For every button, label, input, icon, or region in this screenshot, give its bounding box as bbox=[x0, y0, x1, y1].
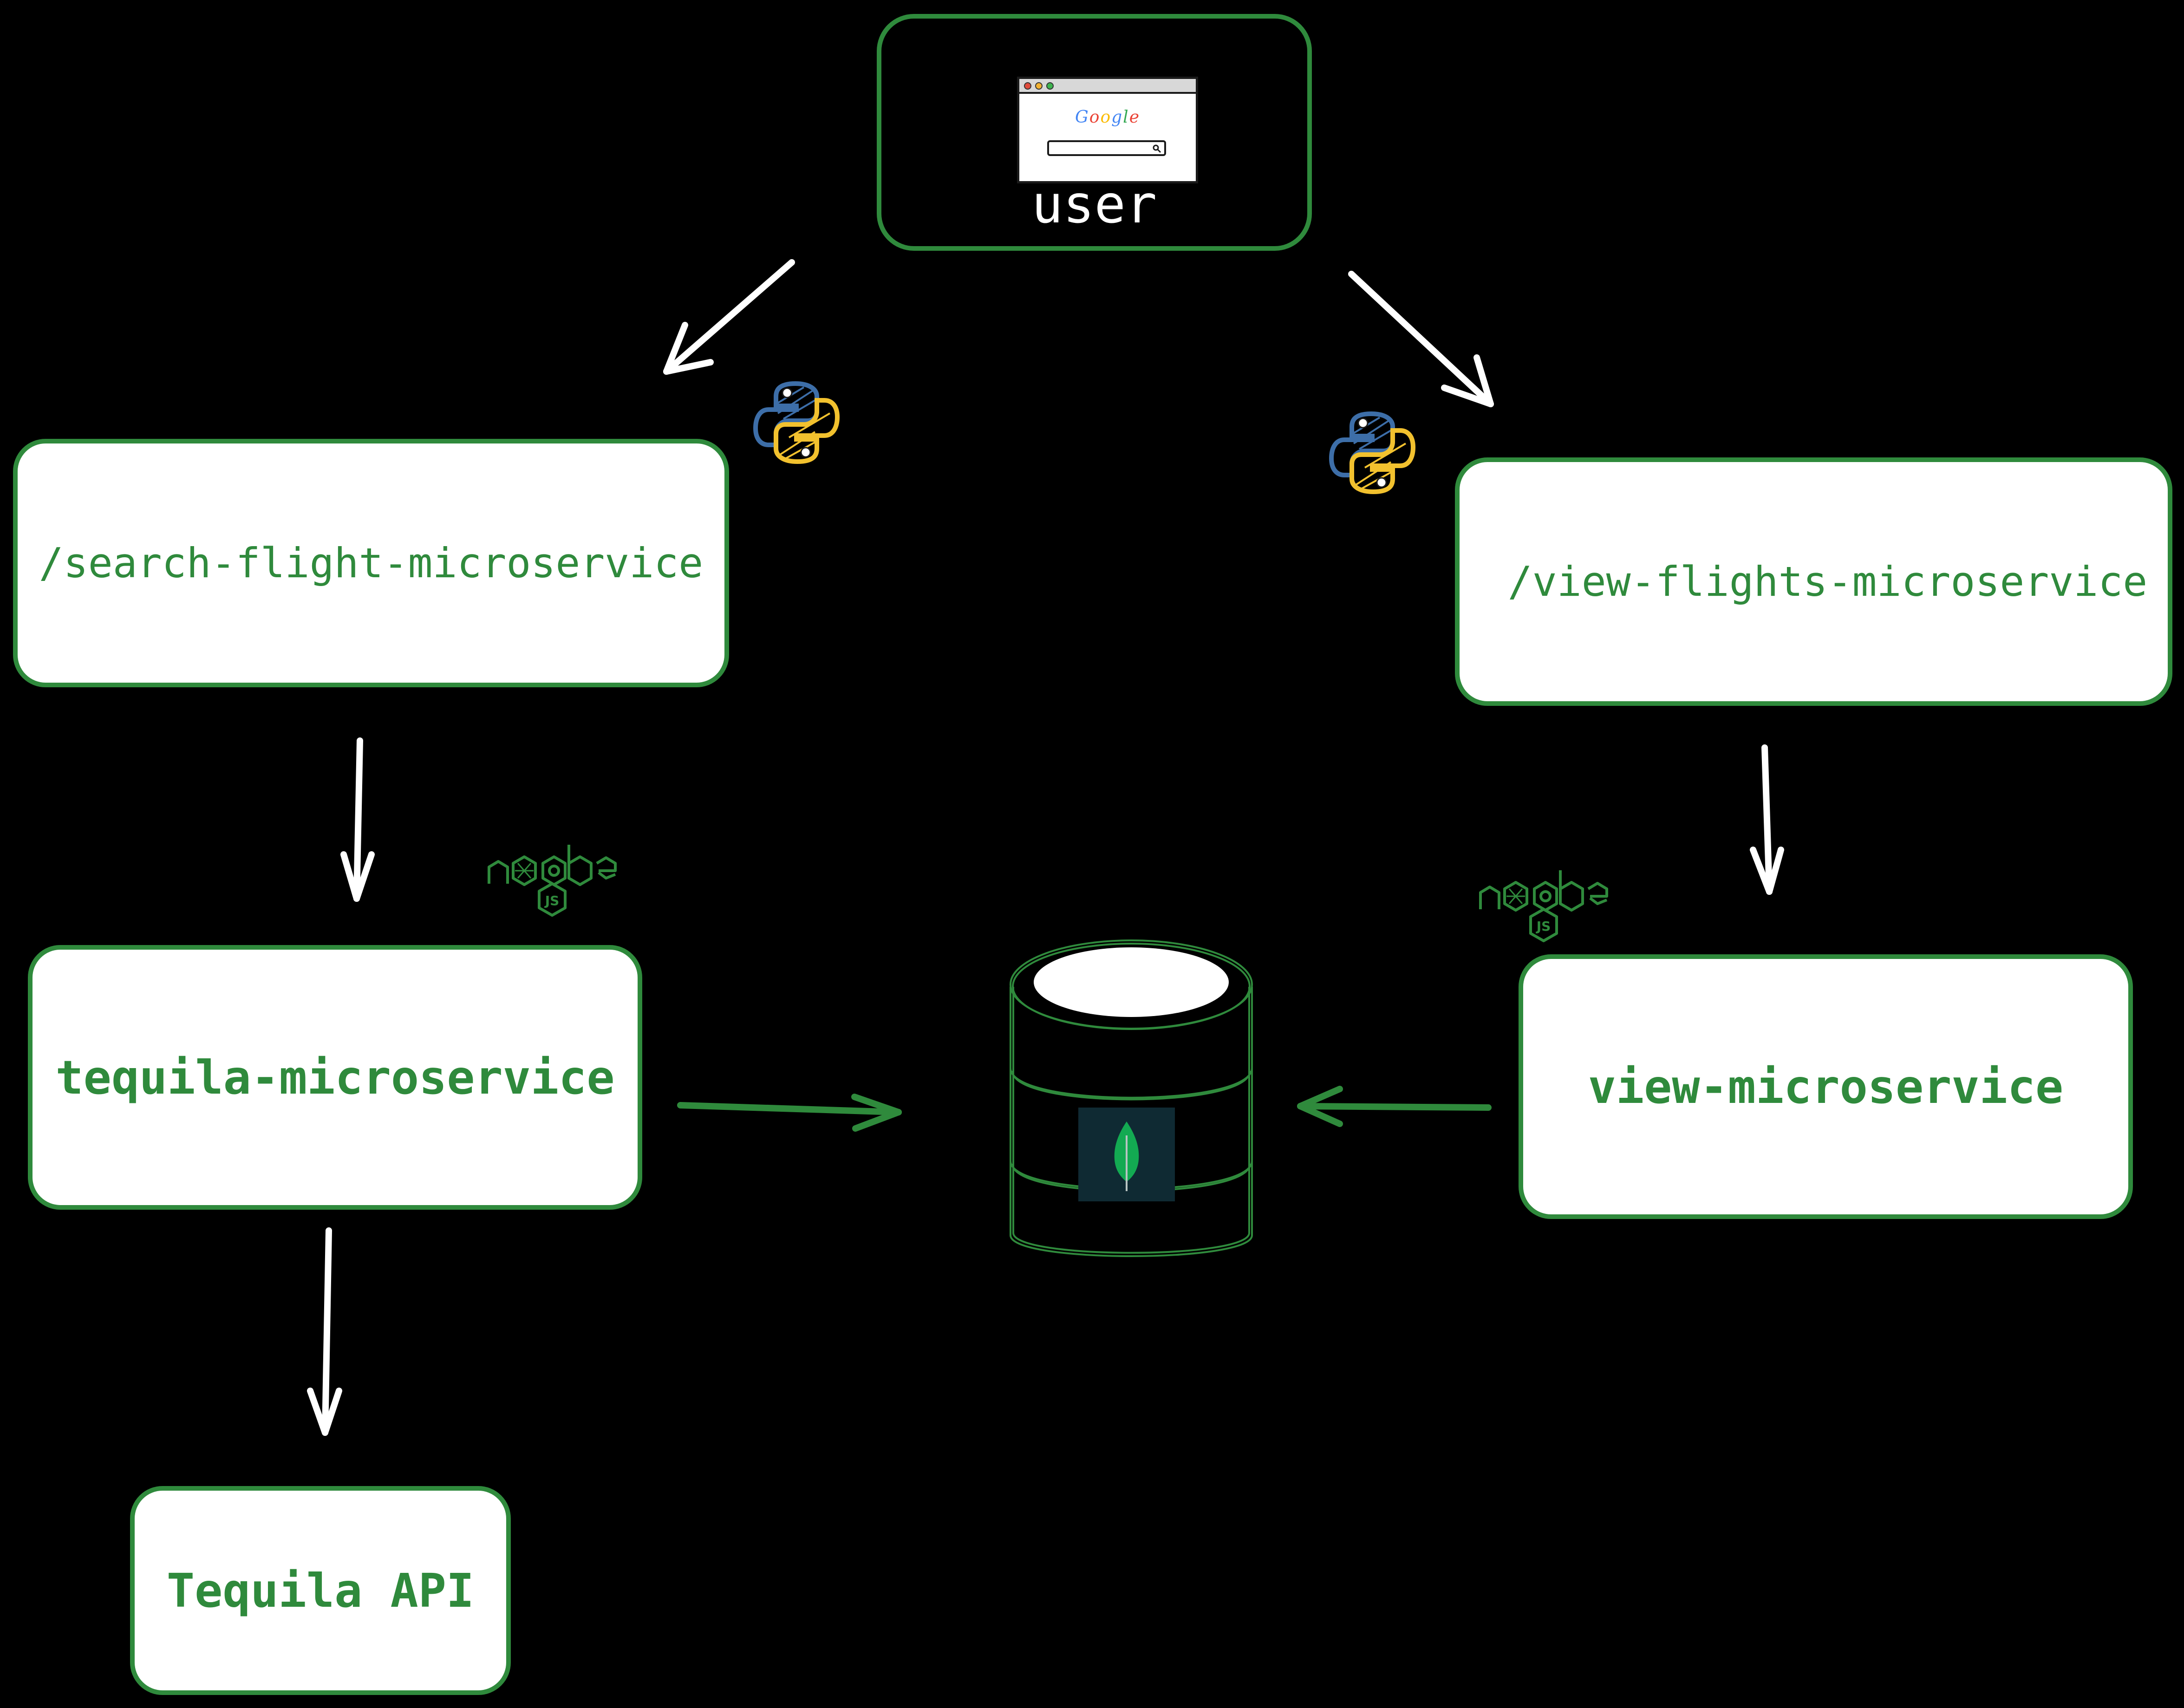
browser-window-icon: Google bbox=[1017, 77, 1198, 183]
minimize-dot-icon bbox=[1035, 82, 1043, 90]
arrow-search-to-tequila-ms bbox=[340, 737, 375, 902]
tequila-api-label: Tequila API bbox=[166, 1563, 475, 1618]
search-flight-label: /search-flight-microservice bbox=[39, 539, 704, 587]
arrow-view-flights-to-view-ms bbox=[1750, 744, 1784, 895]
svg-text:JS: JS bbox=[1536, 919, 1551, 934]
mongodb-leaf-icon bbox=[1114, 1121, 1139, 1191]
arrow-user-to-view-flights bbox=[1348, 271, 1494, 407]
view-flights-microservice-box: /view-flights-microservice bbox=[1455, 457, 2172, 706]
google-logo: Google bbox=[1075, 108, 1140, 127]
nodejs-icon: JS bbox=[488, 845, 617, 917]
arrow-user-to-search-flight bbox=[663, 259, 795, 375]
nodejs-icon: JS bbox=[1479, 870, 1608, 942]
arrow-view-ms-to-db bbox=[1297, 1086, 1492, 1127]
svg-text:JS: JS bbox=[544, 893, 560, 908]
mongodb-logo-tile bbox=[1078, 1108, 1175, 1201]
maximize-dot-icon bbox=[1046, 82, 1054, 90]
view-flights-label: /view-flights-microservice bbox=[1507, 558, 2148, 606]
arrow-tequila-ms-to-db bbox=[677, 1094, 902, 1132]
arrow-tequila-ms-to-api bbox=[307, 1227, 342, 1436]
view-microservice-box: view-microservice bbox=[1519, 954, 2133, 1219]
view-microservice-label: view-microservice bbox=[1588, 1059, 2064, 1114]
search-icon bbox=[1153, 144, 1161, 153]
search-bar bbox=[1047, 140, 1166, 156]
tequila-api-box: Tequila API bbox=[130, 1486, 511, 1695]
close-dot-icon bbox=[1024, 82, 1031, 90]
tequila-microservice-box: tequila-microservice bbox=[28, 945, 642, 1210]
search-flight-microservice-box: /search-flight-microservice bbox=[13, 439, 729, 687]
python-icon bbox=[1329, 411, 1416, 495]
python-icon bbox=[753, 381, 840, 464]
tequila-microservice-label: tequila-microservice bbox=[55, 1050, 615, 1105]
user-label: user bbox=[1031, 175, 1157, 235]
browser-title-bar bbox=[1019, 79, 1196, 94]
